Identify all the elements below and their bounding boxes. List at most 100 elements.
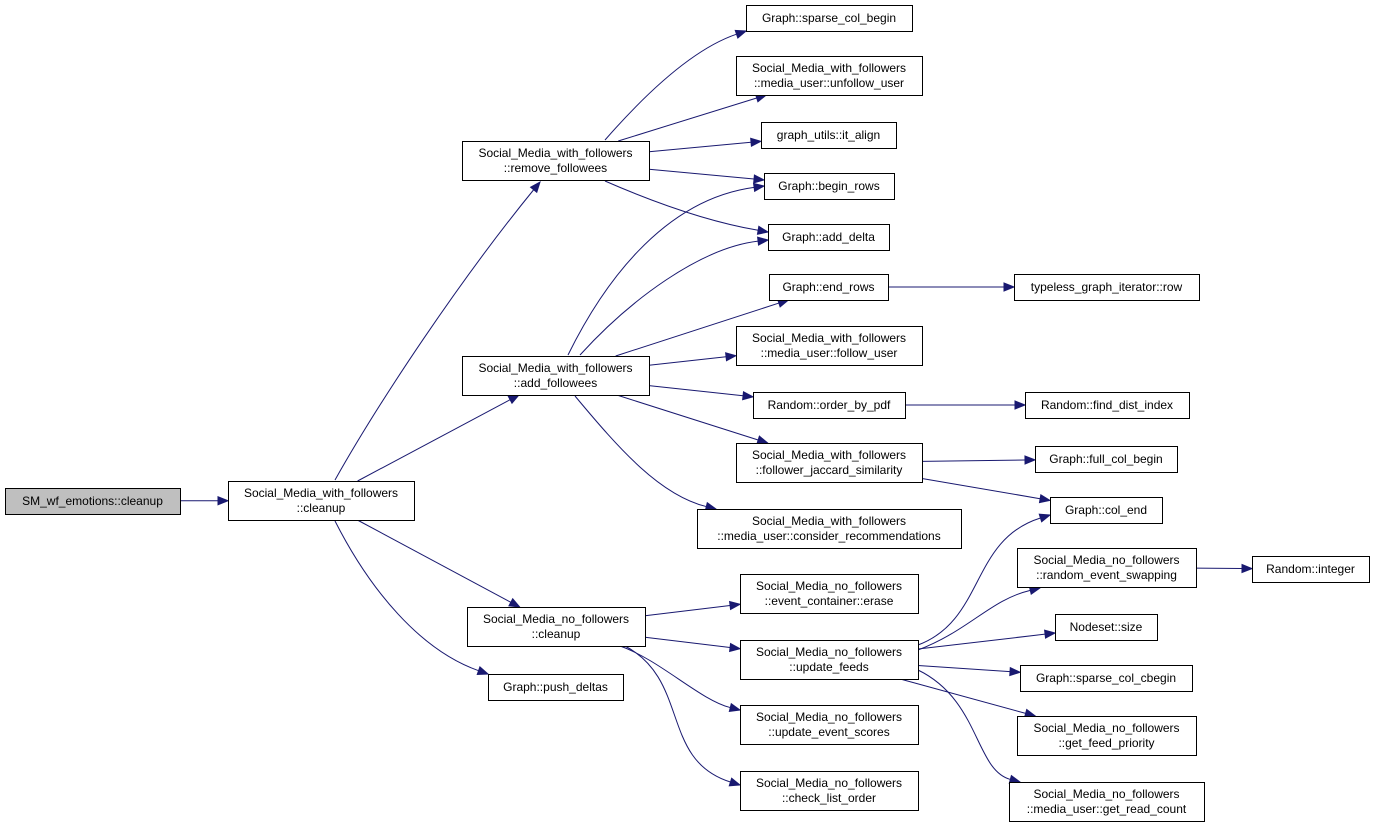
node-box[interactable] — [769, 274, 889, 301]
arrowhead — [734, 29, 748, 39]
node-n24[interactable]: Social_Media_no_followers::random_event_… — [1017, 548, 1197, 588]
node-box[interactable] — [1025, 392, 1190, 419]
node-box[interactable] — [488, 674, 624, 701]
node-box[interactable] — [740, 771, 919, 811]
edge-n2-n7 — [618, 93, 768, 142]
node-n11[interactable]: Graph::end_rows — [769, 274, 889, 301]
node-box[interactable] — [462, 356, 650, 396]
node-n28[interactable]: Social_Media_no_followers::media_user::g… — [1009, 782, 1205, 822]
node-box[interactable] — [1020, 665, 1193, 692]
node-n8[interactable]: graph_utils::it_align — [761, 122, 897, 149]
node-box[interactable] — [746, 5, 913, 32]
node-box[interactable] — [1035, 446, 1178, 473]
node-n5[interactable]: Graph::push_deltas — [488, 674, 624, 701]
edge-line — [357, 399, 511, 482]
node-box[interactable] — [1017, 548, 1197, 588]
edge-line — [334, 189, 535, 481]
arrowhead — [1038, 513, 1052, 523]
node-n6[interactable]: Graph::sparse_col_begin — [746, 5, 913, 32]
arrowhead — [756, 435, 769, 445]
edge-n17-n28 — [917, 669, 1022, 784]
node-n14[interactable]: Social_Media_with_followers::follower_ja… — [736, 443, 923, 483]
node-n15[interactable]: Social_Media_with_followers::media_user:… — [697, 509, 962, 549]
node-n4[interactable]: Social_Media_no_followers::cleanup — [467, 607, 646, 647]
node-n2[interactable]: Social_Media_with_followers::remove_foll… — [462, 141, 650, 181]
node-box[interactable] — [753, 392, 906, 419]
node-label: Social_Media_no_followers — [756, 645, 902, 659]
node-box[interactable] — [1009, 782, 1205, 822]
node-n13[interactable]: Random::order_by_pdf — [753, 392, 906, 419]
arrowhead — [1038, 493, 1052, 504]
node-label: ::media_user::unfollow_user — [754, 76, 904, 90]
edge-n14-n22 — [921, 455, 1037, 465]
node-label: ::update_feeds — [789, 660, 868, 674]
node-n3[interactable]: Social_Media_with_followers::add_followe… — [462, 356, 650, 396]
node-n21[interactable]: Random::find_dist_index — [1025, 392, 1190, 419]
node-n17[interactable]: Social_Media_no_followers::update_feeds — [740, 640, 919, 680]
node-box[interactable] — [736, 443, 923, 483]
node-n16[interactable]: Social_Media_no_followers::event_contain… — [740, 574, 919, 614]
edge-line — [648, 356, 727, 366]
edge-n2-n8 — [648, 137, 763, 153]
node-n26[interactable]: Graph::sparse_col_cbegin — [1020, 665, 1193, 692]
node-n10[interactable]: Graph::add_delta — [768, 224, 890, 251]
arrowhead — [217, 495, 230, 506]
node-label: Social_Media_with_followers — [478, 146, 632, 160]
arrowhead — [1044, 629, 1057, 639]
node-box[interactable] — [462, 141, 650, 181]
edge-n17-n27 — [900, 678, 1037, 718]
arrowhead — [529, 180, 541, 194]
node-n7[interactable]: Social_Media_with_followers::media_user:… — [736, 56, 923, 96]
node-label: Graph::full_col_begin — [1049, 452, 1162, 466]
arrowhead — [1014, 400, 1027, 410]
node-n20[interactable]: typeless_graph_iterator::row — [1014, 274, 1200, 301]
node-box[interactable] — [1252, 556, 1370, 583]
node-n0[interactable]: SM_wf_emotions::cleanup — [5, 488, 181, 515]
node-box[interactable] — [697, 509, 962, 549]
node-box[interactable] — [1014, 274, 1200, 301]
node-label: ::cleanup — [532, 627, 581, 641]
node-box[interactable] — [736, 56, 923, 96]
node-box[interactable] — [5, 488, 181, 515]
node-box[interactable] — [1050, 497, 1163, 524]
edge-line — [921, 477, 1041, 500]
arrowhead — [752, 182, 766, 193]
edge-n1-n2 — [334, 180, 541, 481]
edge-line — [900, 678, 1026, 714]
arrowhead — [1241, 563, 1254, 574]
node-label: ::media_user::follow_user — [761, 346, 898, 360]
node-n25[interactable]: Nodeset::size — [1055, 614, 1158, 641]
node-label: Graph::begin_rows — [778, 179, 879, 193]
node-label: Random::order_by_pdf — [768, 398, 891, 412]
node-label: Social_Media_no_followers — [756, 776, 902, 790]
node-box[interactable] — [768, 224, 890, 251]
edge-line — [624, 645, 731, 783]
node-label: ::remove_followees — [504, 161, 607, 175]
node-label: Social_Media_with_followers — [478, 361, 632, 375]
node-box[interactable] — [228, 481, 415, 521]
node-n19[interactable]: Social_Media_no_followers::check_list_or… — [740, 771, 919, 811]
node-box[interactable] — [740, 574, 919, 614]
node-n12[interactable]: Social_Media_with_followers::media_user:… — [736, 326, 923, 366]
edge-line — [334, 520, 479, 672]
node-n1[interactable]: Social_Media_with_followers::cleanup — [228, 481, 415, 521]
node-n23[interactable]: Graph::col_end — [1050, 497, 1163, 524]
node-box[interactable] — [764, 173, 895, 200]
edge-n4-n17 — [644, 636, 742, 653]
node-box[interactable] — [740, 705, 919, 745]
node-box[interactable] — [736, 326, 923, 366]
node-n29[interactable]: Random::integer — [1252, 556, 1370, 583]
node-label: ::follower_jaccard_similarity — [756, 463, 903, 477]
node-label: ::media_user::consider_recommendations — [717, 529, 940, 543]
node-box[interactable] — [1055, 614, 1158, 641]
arrowhead — [1024, 455, 1037, 465]
node-n22[interactable]: Graph::full_col_begin — [1035, 446, 1178, 473]
node-n9[interactable]: Graph::begin_rows — [764, 173, 895, 200]
node-box[interactable] — [1017, 716, 1197, 756]
node-n27[interactable]: Social_Media_no_followers::get_feed_prio… — [1017, 716, 1197, 756]
node-n18[interactable]: Social_Media_no_followers::update_event_… — [740, 705, 919, 745]
node-box[interactable] — [467, 607, 646, 647]
node-box[interactable] — [740, 640, 919, 680]
node-box[interactable] — [761, 122, 897, 149]
arrowhead — [476, 666, 490, 675]
